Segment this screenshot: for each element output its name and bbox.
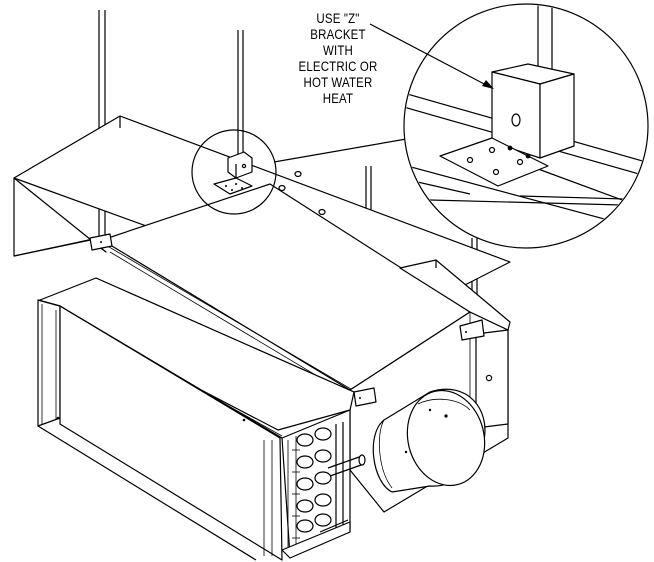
duct-collar xyxy=(372,388,486,493)
detail-z-bracket xyxy=(439,63,575,187)
callout-line-1: USE "Z" xyxy=(316,10,360,26)
coil-section xyxy=(281,409,366,559)
z-bracket-callout: USE "Z" BRACKET WITH ELECTRIC OR HOT WAT… xyxy=(281,10,396,106)
detail-circle-large xyxy=(403,3,649,249)
front-frame xyxy=(37,299,283,561)
main-cabinet xyxy=(101,183,511,513)
detail-circle-small xyxy=(191,129,277,215)
callout-line-4: ELECTRIC OR xyxy=(298,58,378,74)
coil-header-pipes xyxy=(319,422,366,533)
detail-leader-line xyxy=(273,137,413,163)
z-bracket-small xyxy=(213,151,253,195)
coil-fins xyxy=(292,449,300,539)
callout-line-6: HEAT xyxy=(322,90,354,106)
coil-tube-bends xyxy=(296,427,332,533)
callout-line-5: HOT WATER xyxy=(303,74,373,90)
callout-arrow xyxy=(369,23,494,89)
mounting-tabs xyxy=(89,233,485,407)
hanger-rod-center xyxy=(237,30,244,158)
callout-line-2: BRACKET xyxy=(310,26,366,42)
plenum-holes xyxy=(278,170,326,216)
callout-line-3: WITH xyxy=(322,42,353,58)
